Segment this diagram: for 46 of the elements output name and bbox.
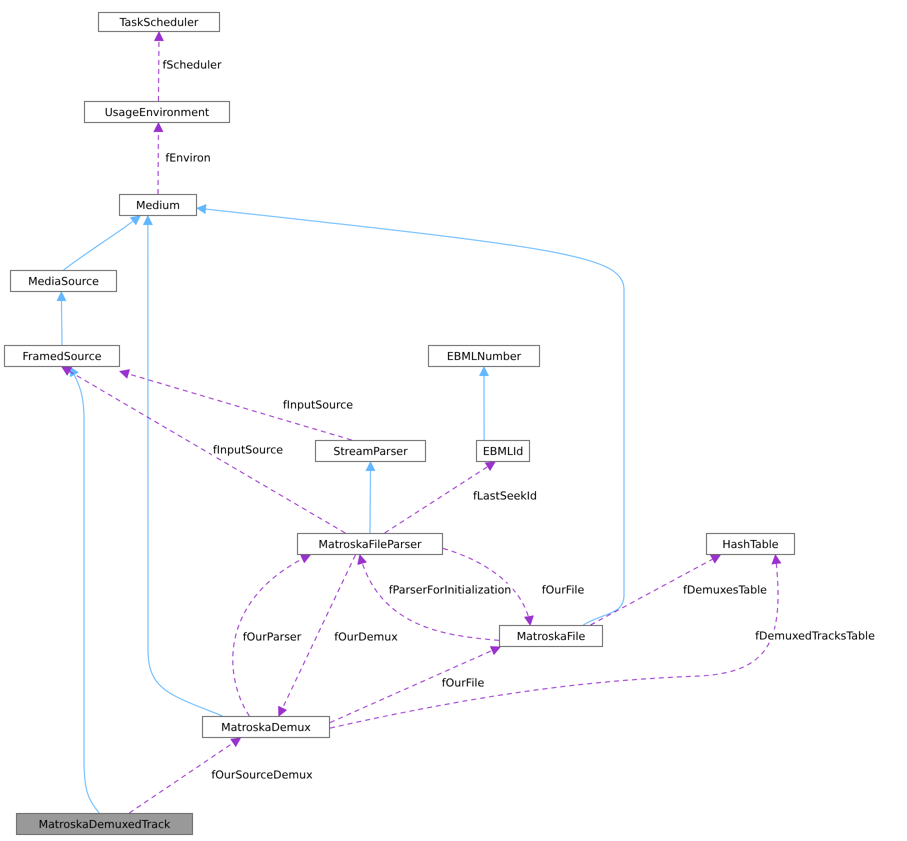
- arrow: [153, 122, 164, 194]
- edge-label: fOurFile: [540, 584, 586, 596]
- arrow: [590, 554, 722, 626]
- arrow: [330, 554, 782, 729]
- class-box: MatroskaDemuxedTrack: [16, 813, 193, 835]
- edge-label: fInputSource: [212, 444, 284, 456]
- arrow: [365, 461, 376, 534]
- arrow: [119, 369, 352, 440]
- arrow: [142, 215, 223, 716]
- arrow: [442, 548, 534, 626]
- class-box: FramedSource: [4, 345, 120, 367]
- class-box: MediaSource: [10, 270, 117, 292]
- edge-label: fOurDemux: [333, 630, 399, 644]
- class-box: TaskScheduler: [98, 12, 220, 32]
- arrow: [56, 291, 66, 346]
- class-box: StreamParser: [315, 440, 426, 462]
- edge-label: fParserForInitialization: [388, 584, 512, 596]
- edge-label: fInputSource: [282, 398, 354, 412]
- edge-label: fDemuxesTable: [682, 584, 768, 596]
- arrow: [384, 461, 496, 534]
- class-box: EBMLId: [476, 440, 530, 462]
- arrow: [154, 31, 164, 102]
- class-box: HashTable: [706, 533, 795, 555]
- arrow: [63, 215, 141, 270]
- arrow: [358, 554, 500, 641]
- class-box: MatroskaFile: [499, 625, 603, 647]
- edge-label: fDemuxedTracksTable: [754, 630, 876, 642]
- edge-label: fScheduler: [162, 58, 222, 72]
- class-box: EBMLNumber: [428, 345, 540, 367]
- arrow: [232, 554, 312, 716]
- class-box: UsageEnvironment: [84, 101, 230, 123]
- arrow: [128, 737, 242, 814]
- edge-label: fOurSourceDemux: [210, 768, 314, 782]
- edge-label: fLastSeekId: [472, 490, 538, 502]
- class-box: Medium: [119, 194, 197, 216]
- arrow: [278, 554, 356, 717]
- arrow: [70, 366, 100, 814]
- arrow: [479, 366, 489, 440]
- arrow: [330, 646, 501, 724]
- edge-label: fOurFile: [440, 676, 486, 690]
- edge-label: fEnviron: [164, 152, 212, 164]
- class-box: MatroskaFileParser: [297, 533, 443, 555]
- edge-label: fOurParser: [242, 630, 302, 644]
- class-box: MatroskaDemux: [202, 716, 330, 738]
- arrow: [196, 204, 624, 626]
- arrow: [61, 366, 346, 534]
